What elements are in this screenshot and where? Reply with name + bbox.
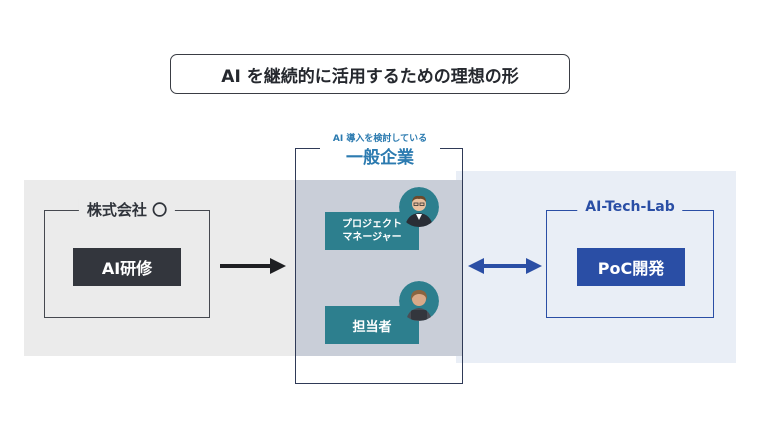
staff-tag: 担当者 (325, 306, 419, 344)
diagram-title: AI を継続的に活用するための理想の形 (170, 54, 570, 94)
double-arrow-icon (468, 258, 542, 274)
ai-tech-lab-label: AI-Tech-Lab (577, 199, 683, 215)
enterprise-title: 一般企業 (320, 143, 440, 168)
manager-avatar-icon (399, 187, 439, 227)
company-label: 株式会社 〇 (78, 199, 176, 220)
company-box: 株式会社 〇 AI研修 (44, 199, 210, 318)
project-manager-line1: プロジェクト (342, 219, 402, 230)
enterprise-small-label: AI 導入を検討している (332, 134, 428, 144)
arrow-right-icon (220, 258, 286, 274)
poc-development-tag: PoC開発 (577, 248, 685, 286)
ai-training-tag: AI研修 (73, 248, 181, 286)
ai-tech-lab-box: AI-Tech-Lab PoC開発 (546, 199, 714, 318)
staff-avatar-icon (399, 281, 439, 321)
project-manager-line2: マネージャー (342, 232, 402, 243)
enterprise-box (295, 148, 463, 384)
